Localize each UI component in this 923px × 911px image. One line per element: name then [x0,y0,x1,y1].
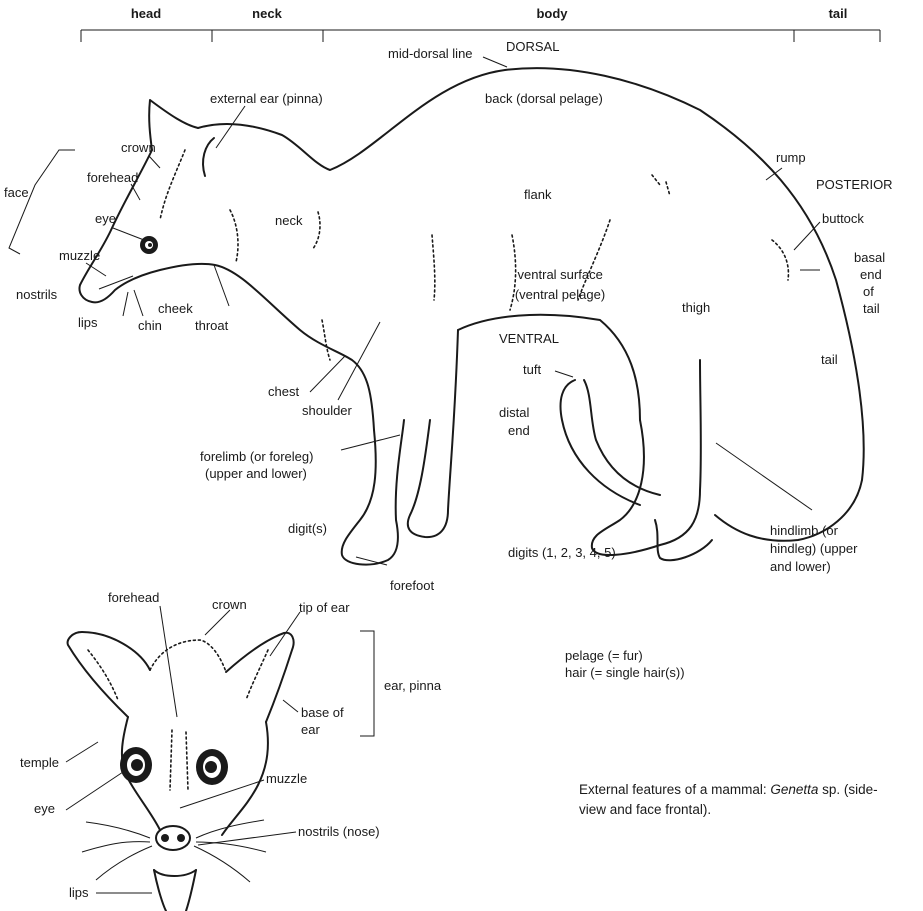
digits-1-5-label: digits (1, 2, 3, 4, 5) [508,545,616,560]
face-ear-pinna-label: ear, pinna [384,678,442,693]
basal-end-line-2: end [860,267,882,282]
thigh-label: thigh [682,300,710,315]
basal-end-line-3: of [863,284,874,299]
face-lips-label: lips [69,885,89,900]
face-crown-label: crown [212,597,247,612]
hindlimb-line-3: and lower) [770,559,831,574]
face-tip-of-ear-label: tip of ear [299,600,350,615]
caption-prefix: External features of a mammal: [579,782,770,797]
external-ear-label: external ear (pinna) [210,91,323,106]
distal-end-label: distal end [499,405,533,438]
genet-face-frontal [68,632,294,911]
back-label: back (dorsal pelage) [485,91,603,106]
face-eye-label: eye [34,801,55,816]
tail-label: tail [821,352,838,367]
hindlimb-label: hindlimb (or hindleg) (upper and lower) [770,523,861,574]
ventral-surface-label: ventral surface (ventral pelage) [515,267,607,302]
cheek-label: cheek [158,301,193,316]
face-base-of-ear-line-1: base of [301,705,344,720]
posterior-label: POSTERIOR [816,177,893,192]
hindlimb-line-2: hindleg) (upper [770,541,858,556]
ventral-surface-line-1: ventral surface [518,267,603,282]
forelimb-line-1: forelimb (or foreleg) [200,449,313,464]
face-forehead-label: forehead [108,590,159,605]
ventral-surface-line-2: (ventral pelage) [515,287,605,302]
pelage-note: pelage (= fur) [565,648,643,663]
genet-side-view [80,68,864,564]
muzzle-label: muzzle [59,248,100,263]
dorsal-label: DORSAL [506,39,559,54]
ventral-label: VENTRAL [499,331,559,346]
nostrils-label: nostrils [16,287,58,302]
buttock-label: buttock [822,211,864,226]
face-base-of-ear-line-2: ear [301,722,320,737]
neck-label: neck [275,213,303,228]
hair-note: hair (= single hair(s)) [565,665,685,680]
tuft-label: tuft [523,362,541,377]
shoulder-label: shoulder [302,403,353,418]
distal-end-line-2: end [508,423,530,438]
region-body-label: body [536,6,568,21]
region-tail-label: tail [829,6,848,21]
forefoot-label: forefoot [390,578,434,593]
rump-label: rump [776,150,806,165]
face-temple-label: temple [20,755,59,770]
basal-end-line-4: tail [863,301,880,316]
region-bracket [81,30,880,42]
face-muzzle-label: muzzle [266,771,307,786]
basal-end-line-1: basal [854,250,885,265]
lips-label: lips [78,315,98,330]
throat-label: throat [195,318,229,333]
chest-label: chest [268,384,299,399]
chin-label: chin [138,318,162,333]
hindlimb-line-1: hindlimb (or [770,523,839,538]
digits-label: digit(s) [288,521,327,536]
distal-end-line-1: distal [499,405,529,420]
face-nostrils-label: nostrils (nose) [298,824,380,839]
eye-label: eye [95,211,116,226]
caption-genus: Genetta [770,782,818,797]
mid-dorsal-line-label: mid-dorsal line [388,46,473,61]
region-head-label: head [131,6,161,21]
face-base-of-ear-label: base of ear [301,705,347,737]
face-label: face [4,185,29,200]
flank-label: flank [524,187,552,202]
face-leader-lines [66,606,374,893]
forelimb-line-2: (upper and lower) [205,466,307,481]
crown-label: crown [121,140,156,155]
forelimb-label: forelimb (or foreleg) (upper and lower) [200,449,317,481]
forehead-label: forehead [87,170,138,185]
region-neck-label: neck [252,6,282,21]
figure-caption: External features of a mammal: Genetta s… [579,780,899,820]
basal-end-label: basal end of tail [854,250,889,316]
